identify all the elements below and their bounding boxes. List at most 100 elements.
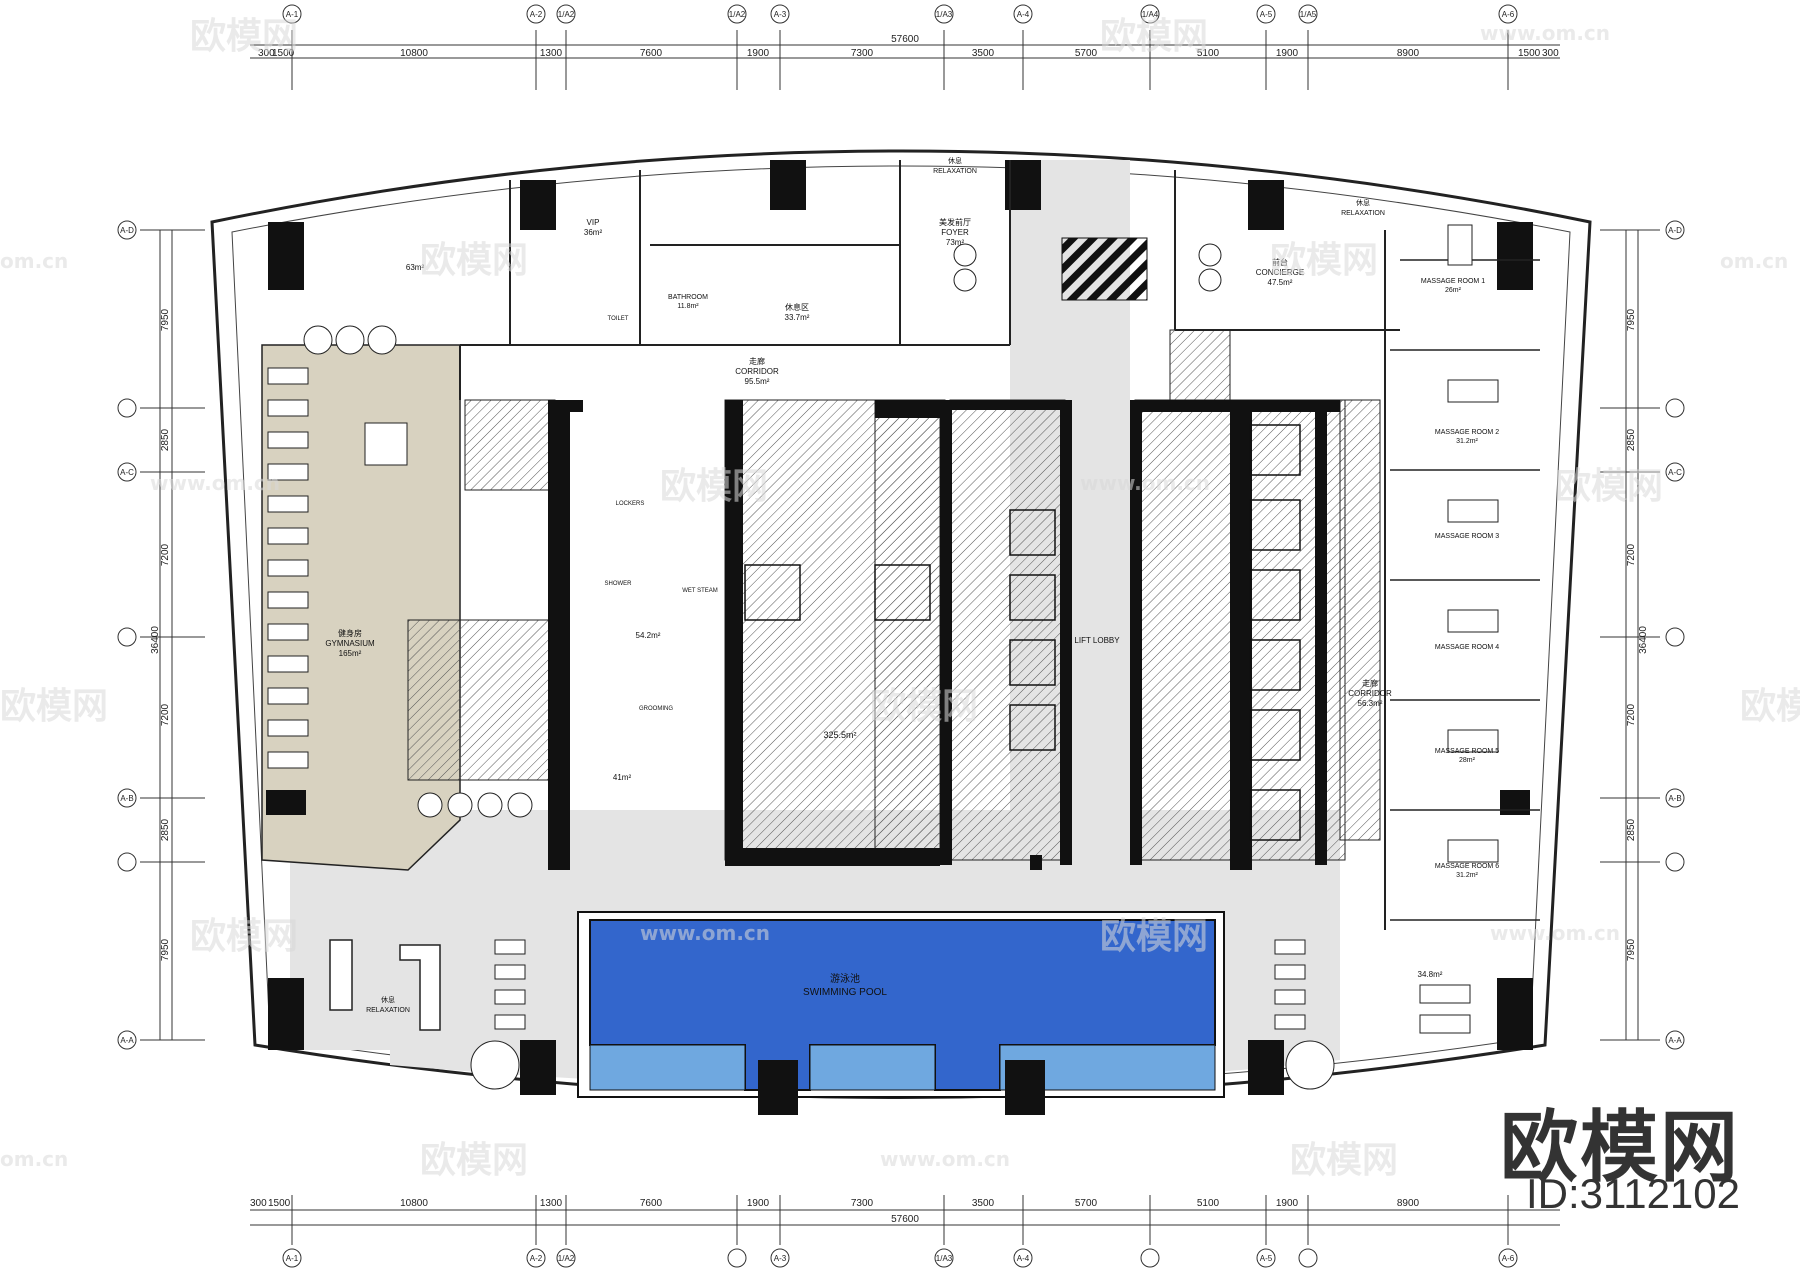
dim-label: 300	[1542, 48, 1559, 59]
right-dimension-chain	[1600, 229, 1660, 1041]
dim-label: 36400	[1638, 626, 1649, 654]
dim-label: 10800	[400, 48, 428, 59]
watermark-logo: 欧模网	[420, 1140, 528, 1181]
watermark-short: om.cn	[1720, 249, 1788, 273]
label-toilet: TOILET	[608, 316, 629, 322]
left-dimension-chain	[140, 229, 205, 1041]
label-main-area: 325.5m²	[823, 730, 856, 740]
axis-label: A-1	[286, 1254, 299, 1263]
label-lockers: LOCKERS	[616, 501, 645, 507]
dim-label: 7950	[1626, 308, 1637, 331]
label-massage-1-area: 26m²	[1445, 287, 1462, 294]
label-lift-lobby: LIFT LOBBY	[1074, 636, 1120, 645]
label-massage-5-area: 28m²	[1459, 757, 1476, 764]
label-vip-area: 36m²	[584, 228, 603, 237]
label-massage-2-area: 31.2m²	[1456, 438, 1478, 445]
label-lounge-area: 33.7m²	[785, 313, 810, 322]
label-relax-left-cn: 休息	[381, 995, 395, 1004]
axis-label: 1/A3	[936, 10, 953, 19]
label-corner-area: 34.8m²	[1418, 970, 1443, 979]
label-relax-top: RELAXATION	[933, 168, 977, 175]
dim-label: 7600	[640, 48, 663, 59]
axis-label: A-C	[120, 468, 134, 477]
label-wet-steam: WET STEAM	[682, 588, 718, 594]
axis-label: A-6	[1502, 10, 1515, 19]
dim-label: 1500	[268, 1198, 291, 1209]
dim-label: 7200	[1626, 703, 1637, 726]
label-massage-6-area: 31.2m²	[1456, 872, 1478, 879]
watermark-logo: 欧模网	[1100, 916, 1208, 957]
dim-label: 1500	[1518, 48, 1541, 59]
lift-shafts	[744, 424, 1301, 841]
watermark-site: www.om.cn	[1080, 471, 1210, 495]
dim-label: 8900	[1397, 48, 1420, 59]
label-massage-6: MASSAGE ROOM 6	[1435, 863, 1499, 870]
dim-label: 3500	[972, 48, 995, 59]
top-room-partitions	[459, 160, 1400, 930]
dim-label: 7200	[1626, 543, 1637, 566]
dim-label: 7950	[160, 938, 171, 961]
gym-box	[364, 422, 408, 466]
bottom-dim-labels: 300 1500 10800 1300 7600 1900 7300 3500 …	[250, 1198, 1420, 1209]
label-massage-3: MASSAGE ROOM 3	[1435, 533, 1499, 540]
top-dim-labels: 300 1500 10800 1300 7600 1900 7300 3500 …	[258, 48, 1559, 59]
label-massage-2: MASSAGE ROOM 2	[1435, 429, 1499, 436]
brand-id: ID:3112102	[1525, 1170, 1740, 1217]
dim-label: 2850	[160, 428, 171, 451]
row-axes	[117, 220, 1685, 1050]
label-corridor-right: CORRIDOR	[1348, 689, 1392, 698]
dim-label: 300	[250, 1198, 267, 1209]
bottom-dimension-chain	[250, 1195, 1560, 1245]
label-foyer-area: 73m²	[946, 238, 965, 247]
label-corridor-right-cn: 走廊	[1362, 678, 1378, 688]
label-relax-right: RELAXATION	[1341, 210, 1385, 217]
dim-label: 300	[258, 48, 275, 59]
axis-label: A-4	[1017, 1254, 1030, 1263]
watermark-site: www.om.cn	[640, 921, 770, 945]
structural-walls	[266, 160, 1533, 1095]
dim-label: 2850	[1626, 428, 1637, 451]
label-relax-left: RELAXATION	[366, 1007, 410, 1014]
axis-label: A-2	[530, 10, 543, 19]
label-corridor-cn: 走廊	[749, 356, 765, 366]
dim-label: 1900	[747, 48, 770, 59]
watermark-logo: 欧模网	[190, 916, 298, 957]
dim-label: 7300	[851, 48, 874, 59]
top-dimension-chain	[250, 30, 1560, 90]
watermark-logo: 欧模网	[1555, 466, 1663, 507]
axis-label: A-C	[1668, 468, 1682, 477]
dim-label: 1900	[1276, 48, 1299, 59]
label-concierge-area: 47.5m²	[1268, 278, 1293, 287]
watermark-short: om.cn	[0, 1147, 68, 1171]
watermark-logo: 欧模网	[1290, 1140, 1398, 1181]
axis-label: 1/A4	[1142, 10, 1159, 19]
planters	[470, 1040, 1335, 1090]
label-grooming: GROOMING	[639, 706, 673, 712]
label-male-locker-area: 54.2m²	[636, 631, 661, 640]
label-shower: SHOWER	[605, 581, 633, 587]
dim-label: 10800	[400, 1198, 428, 1209]
label-gym: GYMNASIUM	[325, 639, 375, 648]
label-corridor: CORRIDOR	[735, 367, 779, 376]
axis-label: A-3	[774, 1254, 787, 1263]
axis-label: A-4	[1017, 10, 1030, 19]
axis-label: A-D	[120, 226, 134, 235]
axis-label: A-A	[120, 1036, 134, 1045]
axis-label: 1/A3	[936, 1254, 953, 1263]
watermark-site: www.om.cn	[1490, 921, 1620, 945]
axis-label: A-2	[530, 1254, 543, 1263]
dim-label: 1500	[272, 48, 295, 59]
axis-label: A-B	[1668, 794, 1681, 803]
dim-label: 5100	[1197, 1198, 1220, 1209]
dim-label: 1300	[540, 48, 563, 59]
dim-label: 7200	[160, 543, 171, 566]
brand-logo: 欧模网	[1499, 1103, 1740, 1193]
pool-step-left	[758, 1060, 798, 1115]
dim-label: 5100	[1197, 48, 1220, 59]
axis-label: 1/A2	[558, 1254, 575, 1263]
label-foyer: FOYER	[941, 228, 969, 237]
axis-label: A-5	[1260, 10, 1273, 19]
side-dim-labels: 7950 2850 7200 36400 7200 2850 7950 7950…	[150, 308, 1649, 961]
label-bathroom-area: 11.8m²	[677, 303, 699, 310]
